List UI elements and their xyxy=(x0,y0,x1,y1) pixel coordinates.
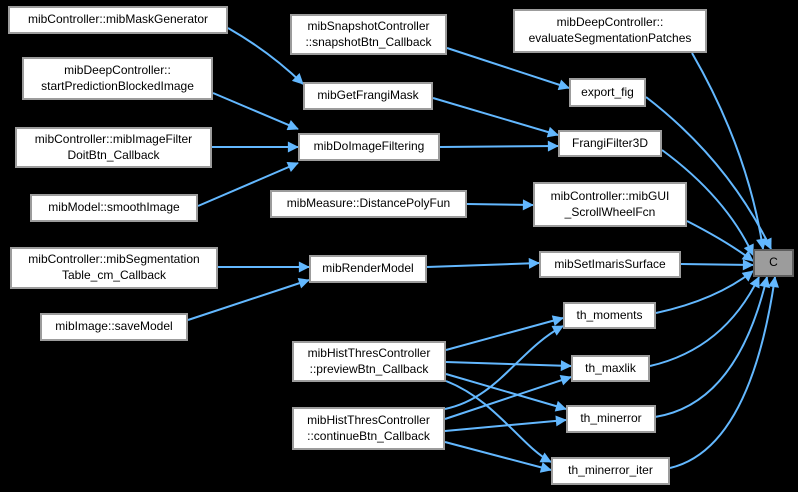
node-mibSetImarisSurface[interactable]: mibSetImarisSurface xyxy=(539,251,681,278)
edge-mibRenderModel-mibSetImarisSurface xyxy=(426,257,540,269)
edge-smoothImage-mibDoImageFiltering xyxy=(197,161,299,207)
node-saveModel[interactable]: mibImage::saveModel xyxy=(40,313,188,341)
edge-previewBtn-th_maxlik xyxy=(445,360,572,372)
edge-mibSetImarisSurface-C xyxy=(680,259,754,271)
node-th_minerror[interactable]: th_minerror xyxy=(566,405,656,433)
edge-continueBtn-th_minerror_iter xyxy=(444,441,552,473)
node-mibImageFilterDoitBtn[interactable]: mibController::mibImageFilter DoitBtn_Ca… xyxy=(15,127,212,168)
node-mibGetFrangiMask[interactable]: mibGetFrangiMask xyxy=(303,82,433,110)
node-th_minerror_iter[interactable]: th_minerror_iter xyxy=(551,457,670,485)
edge-th_moments-C xyxy=(655,270,754,314)
edge-previewBtn-th_moments xyxy=(445,315,564,351)
edge-export_fig-C xyxy=(645,96,772,250)
edge-FrangiFilter3D-C xyxy=(661,149,754,256)
node-th_moments[interactable]: th_moments xyxy=(563,302,656,329)
edge-previewBtn-th_minerror_iter xyxy=(445,380,552,463)
node-export_fig[interactable]: export_fig xyxy=(569,78,646,107)
node-startPredictionBlocked[interactable]: mibDeepController:: startPredictionBlock… xyxy=(22,57,213,100)
edge-th_minerror_iter-C xyxy=(669,276,779,469)
edge-DistancePolyFun-mibGUI_ScrollWheelFcn xyxy=(466,199,534,211)
node-DistancePolyFun[interactable]: mibMeasure::DistancePolyFun xyxy=(270,190,467,218)
node-th_maxlik[interactable]: th_maxlik xyxy=(571,355,650,382)
node-C: C xyxy=(753,249,794,277)
node-smoothImage[interactable]: mibModel::smoothImage xyxy=(30,194,198,222)
edge-startPredictionBlocked-mibDoImageFiltering xyxy=(212,92,299,131)
node-mibRenderModel[interactable]: mibRenderModel xyxy=(309,255,427,283)
edge-evaluateSegPatches-C xyxy=(691,52,767,250)
node-mibGUI_ScrollWheelFcn[interactable]: mibController::mibGUI _ScrollWheelFcn xyxy=(533,182,687,227)
node-previewBtn[interactable]: mibHistThresController ::previewBtn_Call… xyxy=(292,341,446,382)
node-snapshotBtn[interactable]: mibSnapshotController ::snapshotBtn_Call… xyxy=(290,14,447,55)
edge-mibDoImageFiltering-FrangiFilter3D xyxy=(439,140,559,152)
edge-mibGUI_ScrollWheelFcn-C xyxy=(686,220,754,262)
edge-continueBtn-th_maxlik xyxy=(444,374,572,420)
edge-snapshotBtn-export_fig xyxy=(446,47,570,91)
edge-continueBtn-th_moments xyxy=(444,325,564,410)
edge-mibGetFrangiMask-FrangiFilter3D xyxy=(432,97,559,138)
node-continueBtn[interactable]: mibHistThresController ::continueBtn_Cal… xyxy=(292,407,445,450)
edge-th_minerror-C xyxy=(654,276,771,418)
edge-saveModel-mibRenderModel xyxy=(187,277,310,321)
edge-previewBtn-th_minerror xyxy=(445,373,567,412)
node-mibDoImageFiltering[interactable]: mibDoImageFiltering xyxy=(298,133,440,161)
node-FrangiFilter3D[interactable]: FrangiFilter3D xyxy=(558,130,662,157)
node-mibSegmentationTable[interactable]: mibController::mibSegmentation Table_cm_… xyxy=(10,247,218,289)
node-mibMaskGenerator[interactable]: mibController::mibMaskGenerator xyxy=(8,6,228,34)
edge-continueBtn-th_minerror xyxy=(444,415,567,432)
node-evaluateSegPatches[interactable]: mibDeepController:: evaluateSegmentation… xyxy=(513,9,707,53)
edge-mibMaskGenerator-mibGetFrangiMask xyxy=(227,27,304,85)
edge-th_maxlik-C xyxy=(649,276,760,367)
